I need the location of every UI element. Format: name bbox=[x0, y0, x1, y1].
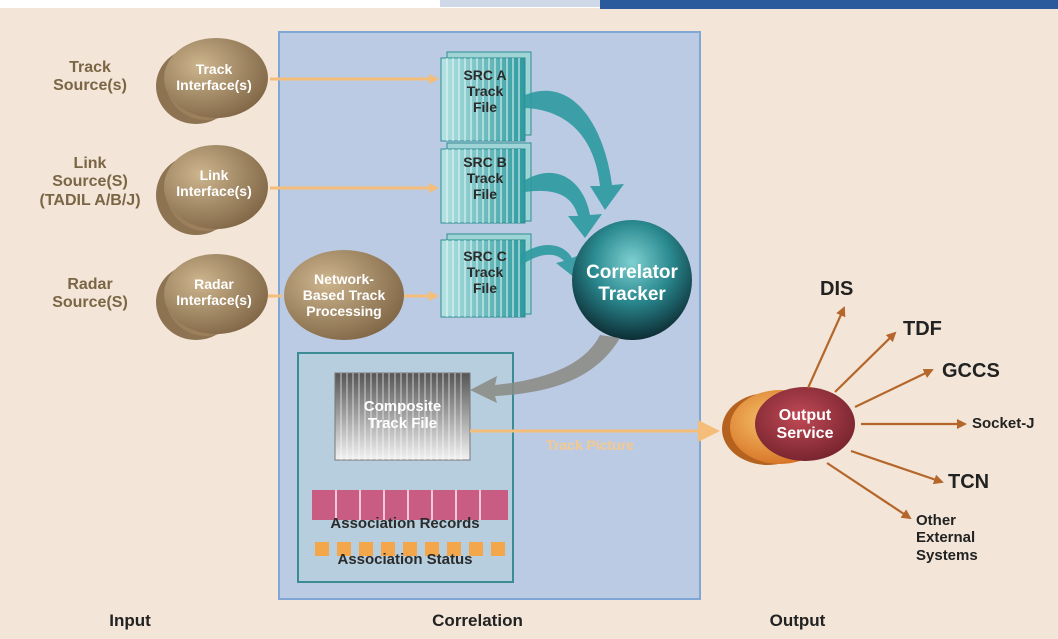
src-c-track-file-label: SRC C Track File bbox=[463, 248, 507, 297]
association-status-squares bbox=[315, 542, 505, 556]
output-tcn-label: TCN bbox=[948, 471, 990, 493]
track-file-to-correlator-arrows bbox=[520, 90, 624, 278]
association-records-label: Association Records bbox=[330, 515, 480, 532]
composite-track-file-label: Composite Track File bbox=[363, 398, 442, 433]
column-output-label: Output bbox=[769, 611, 826, 630]
radar-interface-label: Radar Interface(s) bbox=[176, 276, 252, 309]
correlator-sphere bbox=[572, 220, 692, 340]
output-service-ellipse bbox=[722, 387, 855, 465]
src-a-file-stack bbox=[440, 51, 532, 142]
column-correlation-label: Correlation bbox=[432, 611, 523, 630]
link-interface-label: Link Interface(s) bbox=[176, 167, 252, 200]
track-interface-label: Track Interface(s) bbox=[176, 61, 252, 94]
network-processing-ellipse bbox=[284, 250, 404, 340]
output-other-label: Other External Systems bbox=[916, 512, 978, 564]
src-a-track-file-label: SRC A Track File bbox=[463, 67, 507, 116]
link-interface-ellipse bbox=[156, 145, 268, 235]
output-tdf-label: TDF bbox=[903, 318, 942, 340]
column-input-label: Input bbox=[109, 611, 151, 630]
src-b-file-stack bbox=[440, 142, 532, 224]
radar-interface-ellipse bbox=[156, 254, 268, 340]
src-c-file-stack bbox=[440, 233, 532, 318]
output-service-label: Output Service bbox=[776, 407, 834, 443]
output-dis-label: DIS bbox=[820, 278, 854, 300]
track-source-label: Track Source(s) bbox=[53, 59, 127, 95]
correlator-to-composite-arrow bbox=[470, 335, 620, 403]
correlator-tracker-label: Correlator Tracker bbox=[586, 262, 678, 305]
track-interface-ellipse bbox=[156, 38, 268, 124]
link-source-label: Link Source(S) (TADIL A/B/J) bbox=[39, 155, 141, 209]
radar-source-label: Radar Source(S) bbox=[52, 276, 128, 312]
src-b-track-file-label: SRC B Track File bbox=[463, 154, 507, 203]
composite-file-block bbox=[334, 372, 471, 461]
association-status-label: Association Status bbox=[337, 551, 473, 568]
output-gccs-label: GCCS bbox=[942, 360, 1000, 382]
association-records-bar bbox=[312, 490, 508, 520]
track-picture-label: Track Picture bbox=[546, 437, 634, 453]
network-processing-label: Network- Based Track Processing bbox=[302, 271, 386, 320]
output-socketj-label: Socket-J bbox=[972, 415, 1035, 432]
